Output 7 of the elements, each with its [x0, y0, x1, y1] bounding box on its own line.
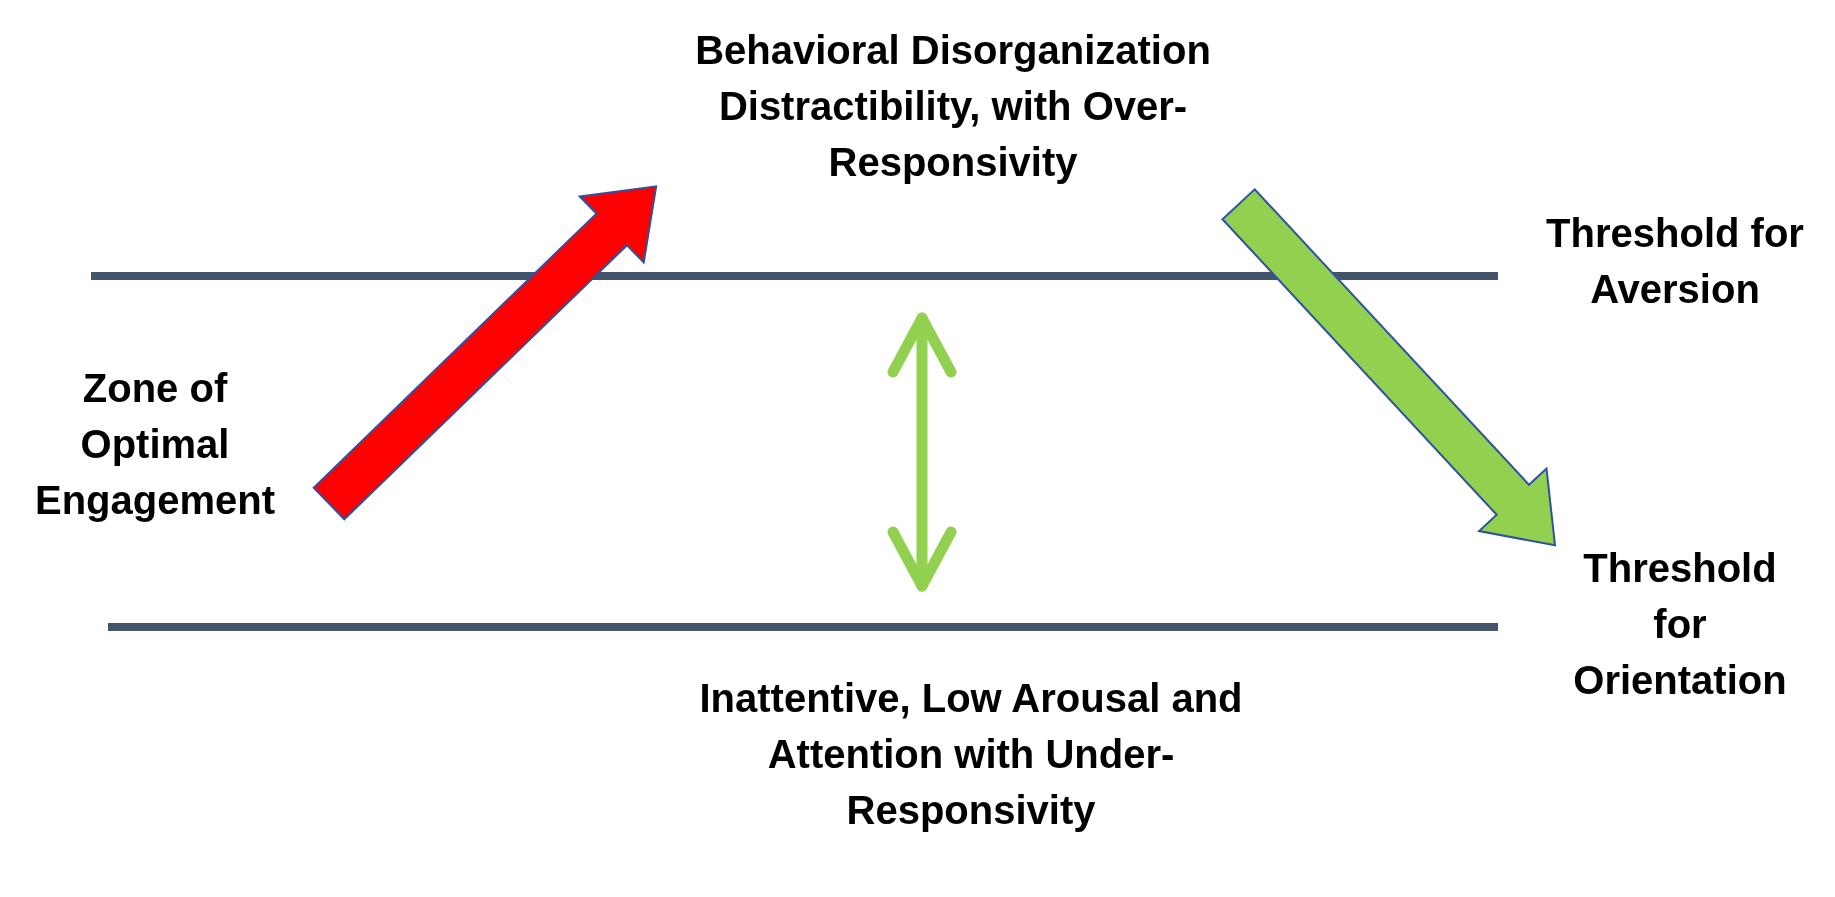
block-arrow — [1221, 187, 1557, 547]
node-label: Behavioral Disorganization Distractibility, with Over-Responsivity — [694, 27, 1212, 186]
block-arrow — [312, 185, 658, 521]
node-label: Zone of Optimal Engagement — [33, 365, 276, 524]
node-label: Inattentive, Low Arousal and Attention with Under-Responsivity — [698, 675, 1244, 834]
node-label: Threshold for Aversion — [1545, 210, 1805, 313]
node-label: Threshold for Orientation — [1572, 545, 1788, 704]
